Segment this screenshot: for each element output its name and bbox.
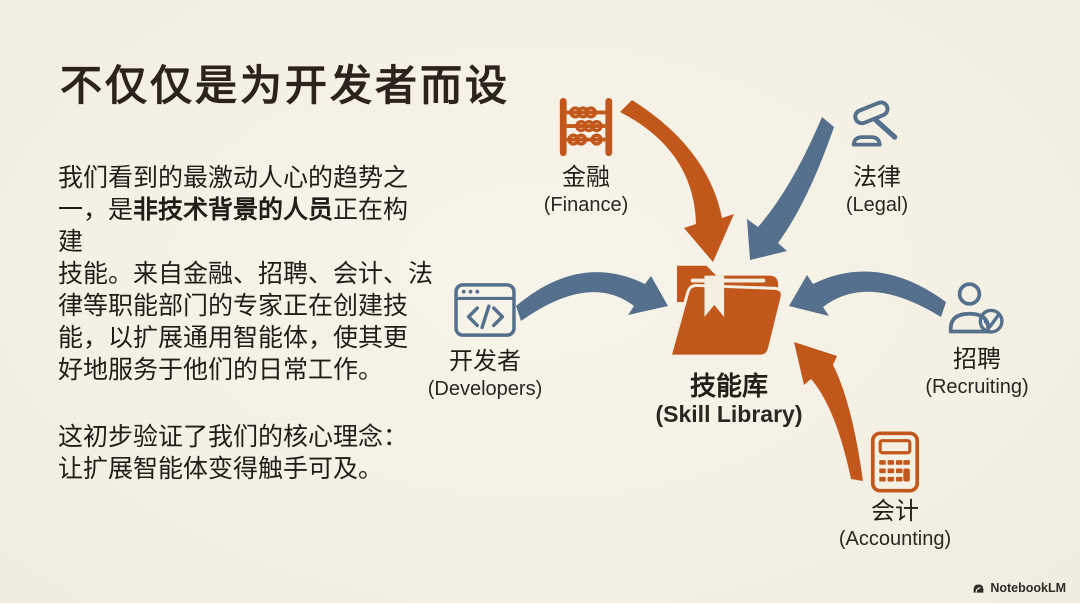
node-finance: 金融 (Finance)	[456, 94, 716, 218]
legal-label-en: (Legal)	[845, 194, 909, 216]
gavel-icon	[851, 100, 898, 147]
skill-library-label-en: (Skill Library)	[655, 401, 803, 427]
page-title: 不仅仅是为开发者而设	[60, 62, 511, 109]
accounting-label-zh: 会计	[871, 498, 919, 525]
skill-library-label-zh: 技能库	[689, 371, 768, 401]
code-window-icon	[454, 283, 516, 337]
abacus-icon	[559, 97, 613, 157]
recruiting-label-zh: 招聘	[953, 346, 1001, 373]
legal-label-zh: 法律	[853, 164, 901, 191]
finance-label-zh: 金融	[562, 164, 610, 191]
node-developers: 开发者 (Developers)	[355, 282, 615, 402]
accounting-label-en: (Accounting)	[838, 528, 952, 550]
finance-label-en: (Finance)	[543, 194, 629, 216]
developers-label-en: (Developers)	[427, 378, 543, 400]
person-check-icon	[948, 282, 1004, 334]
watermark: NotebookLM	[972, 581, 1066, 595]
recruiting-label-en: (Recruiting)	[925, 376, 1029, 398]
node-recruiting: 招聘 (Recruiting)	[847, 280, 1080, 400]
closing-paragraph: 这初步验证了我们的核心理念：让扩展智能体变得触手可及。	[58, 423, 409, 483]
node-accounting: 会计 (Accounting)	[765, 430, 1025, 552]
developers-label-zh: 开发者	[449, 348, 521, 375]
folder-icon	[668, 265, 784, 358]
watermark-text: NotebookLM	[990, 581, 1066, 595]
node-skill-library: 技能库 (Skill Library)	[599, 256, 859, 428]
node-legal: 法律 (Legal)	[747, 96, 1007, 218]
calculator-icon	[870, 431, 920, 493]
notebooklm-logo-icon	[973, 583, 984, 593]
intro-paragraph: 我们看到的最激动人心的趋势之一，是非技术背景的人员正在构建技能。来自金融、招聘、…	[58, 164, 434, 384]
